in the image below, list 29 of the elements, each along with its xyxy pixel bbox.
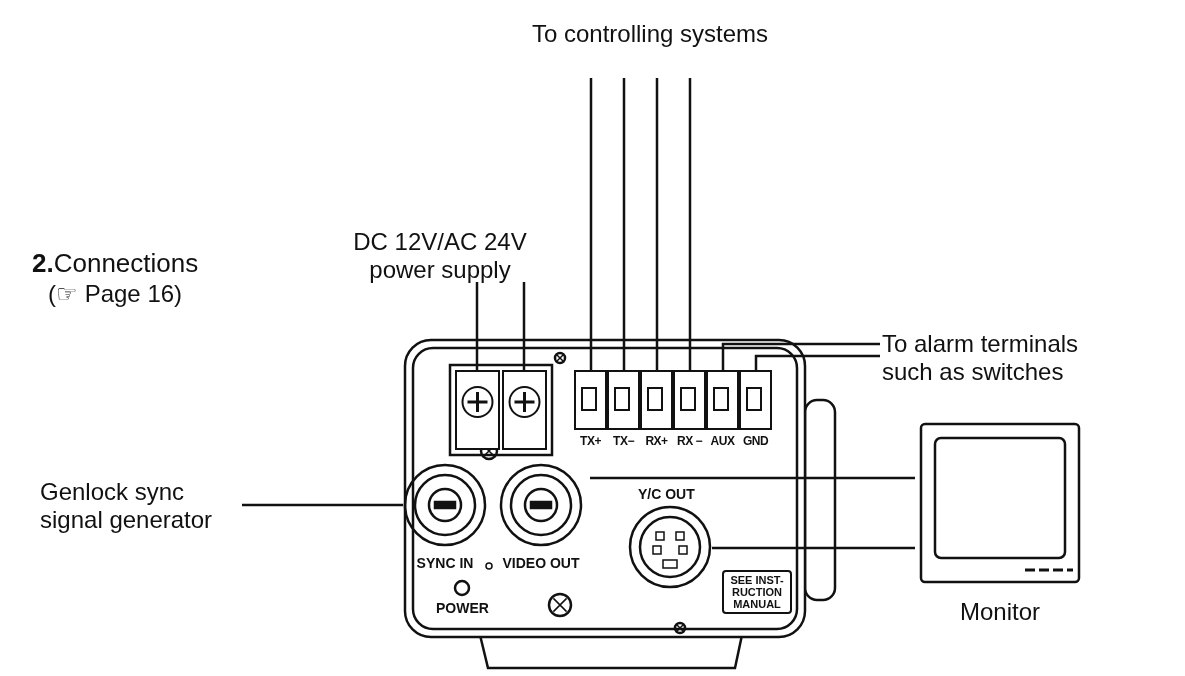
warning-plate: SEE INST- RUCTION MANUAL xyxy=(722,570,792,614)
cable-line xyxy=(475,282,479,370)
terminal-label: RX+ xyxy=(644,433,669,449)
callout-text: Genlock sync signal generator xyxy=(40,478,240,534)
cable-line xyxy=(522,282,526,370)
connector-label: SYNC IN xyxy=(415,555,475,571)
cable-line xyxy=(242,503,403,507)
page-reference: (☞ Page 16) xyxy=(48,280,183,308)
callout-text: To controlling systems xyxy=(520,20,780,48)
terminal-label: AUX xyxy=(709,433,736,449)
cable-line xyxy=(688,78,692,370)
section-heading: 2.Connections xyxy=(32,248,199,278)
cable-line xyxy=(622,78,626,370)
callout-text: DC 12V/AC 24V power supply xyxy=(330,228,550,284)
cable-line xyxy=(589,78,593,370)
panel-label: POWER xyxy=(436,600,489,616)
cable-line xyxy=(655,78,659,370)
cable-line xyxy=(721,342,880,370)
callout-text: To alarm terminals such as switches xyxy=(882,330,1112,386)
terminal-label: TX+ xyxy=(579,433,602,449)
cable-line xyxy=(754,354,880,370)
connector-label: Y/C OUT xyxy=(638,486,696,502)
terminal-label: RX − xyxy=(676,433,704,449)
cable-line xyxy=(590,476,915,480)
terminal-label: TX− xyxy=(612,433,636,449)
terminal-label: GND xyxy=(741,433,770,449)
cable-line xyxy=(712,546,915,550)
connector-label: VIDEO OUT xyxy=(501,555,581,571)
device-label: Monitor xyxy=(959,598,1041,626)
